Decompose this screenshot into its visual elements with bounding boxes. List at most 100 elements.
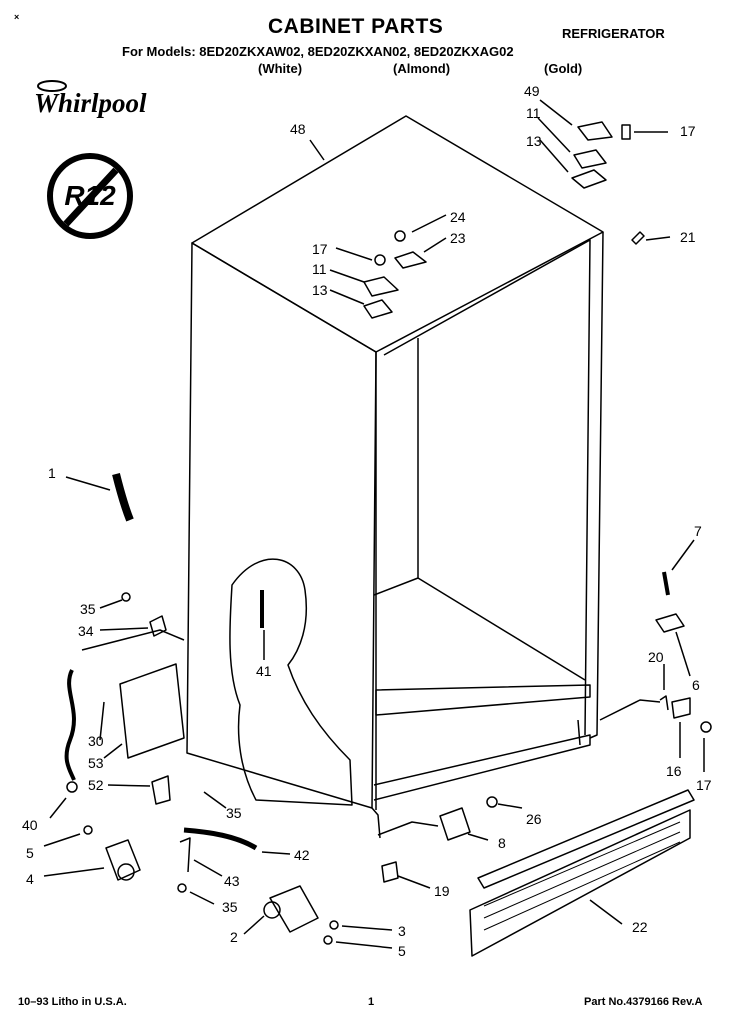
tube-1 xyxy=(112,473,134,522)
callout-5-right: 5 xyxy=(398,943,406,959)
bracket-20 xyxy=(659,695,669,711)
callout-13-left: 13 xyxy=(312,282,328,298)
screw-5-right xyxy=(323,935,333,945)
callout-1: 1 xyxy=(48,465,56,481)
callout-20: 20 xyxy=(648,649,664,665)
footer-part-number: Part No.4379166 Rev.A xyxy=(584,996,703,1008)
leg-left xyxy=(371,807,381,839)
callout-17-left: 17 xyxy=(312,241,328,257)
callout-11-left: 11 xyxy=(312,261,327,277)
roller-wheel xyxy=(263,901,281,919)
whirlpool-logo: Whirlpool xyxy=(34,80,147,118)
callout-53: 53 xyxy=(88,755,104,771)
callout-43: 43 xyxy=(224,873,240,889)
bracket-6 xyxy=(655,613,685,633)
variant-white: (White) xyxy=(258,61,303,76)
callout-30: 30 xyxy=(88,733,104,749)
variant-almond: (Almond) xyxy=(393,61,451,76)
power-cord xyxy=(64,669,76,781)
callout-48: 48 xyxy=(290,121,306,137)
clamp-34 xyxy=(149,615,167,637)
cord-wire xyxy=(81,629,185,651)
callout-11-right: 11 xyxy=(526,105,541,121)
callout-6: 6 xyxy=(692,677,700,693)
grille-top xyxy=(477,789,695,889)
inner-floor xyxy=(417,577,586,681)
grille-22 xyxy=(469,809,691,957)
screw-35-lower xyxy=(177,883,187,893)
variant-gold: (Gold) xyxy=(544,61,583,76)
callout-21: 21 xyxy=(680,229,696,245)
hinge-13-right xyxy=(571,169,607,189)
roller-2 xyxy=(269,885,319,933)
inner-back xyxy=(373,338,419,596)
electrical-box xyxy=(119,663,185,759)
callout-35-mid: 35 xyxy=(226,805,242,821)
screw-5-left xyxy=(83,825,93,835)
support-line xyxy=(599,699,661,721)
callout-35-lower: 35 xyxy=(222,899,238,915)
badge-text: R12 xyxy=(64,180,116,211)
r12-badge: R12 xyxy=(47,153,133,239)
logo-text: Whirlpool xyxy=(34,88,147,118)
clip-43 xyxy=(179,837,191,873)
screw-35-upper xyxy=(121,592,131,602)
model-numbers: For Models: 8ED20ZKXAW02, 8ED20ZKXAN02, … xyxy=(122,44,514,59)
callout-13-right: 13 xyxy=(526,133,542,149)
callout-26: 26 xyxy=(526,811,542,827)
hinge-11-left xyxy=(363,276,399,297)
clip-19 xyxy=(381,861,399,883)
screw-17-left xyxy=(374,254,386,266)
hinge-11-right xyxy=(573,149,607,169)
caster-wheel xyxy=(117,863,135,881)
cabinet-left-side xyxy=(186,242,377,809)
page-title: CABINET PARTS xyxy=(268,15,444,38)
screw-26 xyxy=(486,796,498,808)
document-category: REFRIGERATOR xyxy=(562,26,665,41)
callout-42: 42 xyxy=(294,847,310,863)
screw-24 xyxy=(394,230,406,242)
bracket-16 xyxy=(671,697,691,719)
hinge-cover-49 xyxy=(577,121,613,141)
callout-24: 24 xyxy=(450,209,466,225)
callout-7: 7 xyxy=(694,523,702,539)
screw-17-right xyxy=(621,124,631,140)
callout-22: 22 xyxy=(632,919,648,935)
callout-4: 4 xyxy=(26,871,34,887)
grille-slats xyxy=(483,821,681,931)
bracket-52 xyxy=(151,775,171,805)
front-rail xyxy=(375,684,591,716)
front-opening-inner xyxy=(383,239,591,736)
bottom-rail xyxy=(373,734,591,801)
side-cutaway xyxy=(229,558,353,806)
screw-3 xyxy=(329,920,339,930)
clip-21 xyxy=(631,231,645,245)
hinge-13-left xyxy=(363,299,393,319)
callout-8: 8 xyxy=(498,835,506,851)
callout-23: 23 xyxy=(450,230,466,246)
callout-3: 3 xyxy=(398,923,406,939)
callout-16: 16 xyxy=(666,763,682,779)
callout-2: 2 xyxy=(230,929,238,945)
callout-35-upper: 35 xyxy=(80,601,96,617)
callout-41: 41 xyxy=(256,663,272,679)
footer-page-number: 1 xyxy=(368,996,375,1008)
bracket-8 xyxy=(439,807,471,841)
grommet-40 xyxy=(66,781,78,793)
callout-19: 19 xyxy=(434,883,450,899)
caster-4 xyxy=(105,839,141,881)
rail-link xyxy=(377,821,439,836)
corner-mark: × xyxy=(14,12,20,22)
cabinet-top xyxy=(191,115,604,353)
hinge-cover-23 xyxy=(394,251,427,269)
front-frame-right xyxy=(589,231,604,739)
callout-52: 52 xyxy=(88,777,104,793)
callout-5-left: 5 xyxy=(26,845,34,861)
callout-17-lower: 17 xyxy=(696,777,712,793)
callout-49: 49 xyxy=(524,83,540,99)
callout-40: 40 xyxy=(22,817,38,833)
leg-right xyxy=(577,719,581,746)
screw-17-lower xyxy=(700,721,712,733)
footer-litho: 10–93 Litho in U.S.A. xyxy=(18,996,127,1008)
